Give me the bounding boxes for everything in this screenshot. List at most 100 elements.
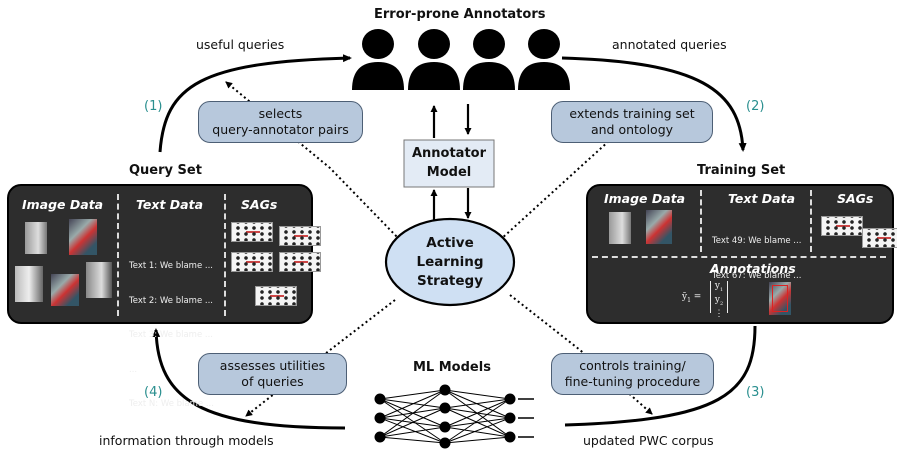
pill-selects-line1: selects <box>258 106 303 121</box>
annotation-symbol: ȳ <box>682 292 688 302</box>
training-set-title: Training Set <box>697 163 786 178</box>
sag-graph-icon <box>231 252 273 272</box>
annotation-sub: 1 <box>687 296 691 304</box>
annotator-model-box <box>403 139 495 188</box>
vector-entry: y <box>714 294 720 305</box>
pill-selects: selects query-annotator pairs <box>198 101 363 143</box>
nn-edge <box>444 436 511 444</box>
nn-node <box>504 412 516 424</box>
person-icon <box>352 29 404 90</box>
pill-assesses-line2: of queries <box>241 374 304 389</box>
person-icon <box>518 29 570 90</box>
pill-extends: extends training set and ontology <box>551 101 713 143</box>
training-text-line: Text 67: We blame ... <box>712 270 802 281</box>
pill-assesses-line1: assesses utilities <box>219 358 326 373</box>
query-set-panel: Image Data Text Data SAGs Text 1: We bla… <box>7 184 321 409</box>
flow-label-useful-queries: useful queries <box>196 37 285 52</box>
training-set-panel: Image Data Text Data SAGs Text 49: We bl… <box>586 184 897 324</box>
nn-node <box>374 412 386 424</box>
nn-node <box>439 421 451 433</box>
annotated-image-thumbnail <box>769 282 791 315</box>
pill-controls: controls training/ fine-tuning procedure <box>551 353 714 395</box>
training-divider-horizontal <box>592 256 886 258</box>
annotator-model-line1: Annotator <box>411 146 487 161</box>
query-text-line: Text 2: We blame ... <box>129 295 213 306</box>
pill-extends-line2: and ontology <box>590 122 674 137</box>
training-image-header: Image Data <box>604 191 686 206</box>
nn-node <box>374 393 386 405</box>
image-thumbnail <box>25 222 47 254</box>
neural-network-icon <box>374 384 534 449</box>
training-divider-2 <box>810 190 812 252</box>
sag-graph-icon <box>862 228 897 248</box>
nn-node <box>439 384 451 396</box>
vector-sub: 2 <box>719 300 724 307</box>
query-divider-2 <box>224 194 226 316</box>
annotator-model-line2: Model <box>426 165 472 180</box>
sag-graph-icon <box>279 252 321 272</box>
nn-edge <box>444 398 511 444</box>
nn-edge <box>444 426 511 438</box>
arrow-useful-queries <box>158 54 352 153</box>
sag-graph-icon <box>231 222 273 242</box>
nn-edge <box>379 398 446 444</box>
flow-label-annotated-queries: annotated queries <box>612 37 727 52</box>
step-3-label: (3) <box>746 385 765 400</box>
nn-edge <box>379 436 446 444</box>
person-icon <box>463 29 515 90</box>
step-2-label: (2) <box>746 99 765 114</box>
ml-models-title: ML Models <box>413 360 491 375</box>
image-thumbnail <box>646 210 672 244</box>
arrow-updated-corpus <box>564 325 757 427</box>
pill-controls-line1: controls training/ <box>579 358 686 373</box>
image-thumbnail <box>609 212 631 244</box>
annotators-title: Error-prone Annotators <box>374 7 546 22</box>
query-text-line: ... <box>129 364 138 375</box>
vector-sub: 1 <box>719 286 724 293</box>
annotator-model-label: Annotator Model <box>404 144 494 182</box>
nn-edge <box>444 417 511 428</box>
nn-node <box>374 431 386 443</box>
strategy-label: Active Learning Strategy <box>386 234 514 291</box>
annotation-matrix: y1 y2 ⋮ <box>710 281 728 319</box>
query-text-header: Text Data <box>136 197 204 212</box>
training-text-line: Text 49: We blame ... <box>712 236 802 246</box>
strategy-line3: Strategy <box>416 273 484 289</box>
query-sag-header: SAGs <box>241 197 278 212</box>
image-thumbnail <box>51 274 79 306</box>
query-text-line: Text 1: We blame ... <box>129 261 213 271</box>
nn-edge <box>444 398 511 428</box>
nn-node <box>504 431 516 443</box>
nn-edge <box>444 389 511 400</box>
annotations-header: Annotations <box>710 261 796 276</box>
nn-node <box>439 437 451 449</box>
pill-selects-line2: query-annotator pairs <box>212 122 349 137</box>
person-icon <box>408 29 460 90</box>
training-sag-header: SAGs <box>837 191 874 206</box>
step-1-label: (1) <box>144 99 163 114</box>
training-divider-1 <box>700 190 702 252</box>
nn-node <box>504 393 516 405</box>
image-thumbnail <box>69 219 97 255</box>
strategy-ellipse <box>384 217 516 307</box>
step-4-label: (4) <box>144 385 163 400</box>
strategy-line2: Learning <box>416 254 484 270</box>
query-text-line: Text N: We blame ... <box>129 399 214 409</box>
flow-label-updated-corpus: updated PWC corpus <box>583 433 714 448</box>
query-divider-1 <box>117 194 119 316</box>
query-text-line: Text 3: We blame ... <box>129 330 213 340</box>
pill-extends-line1: extends training set <box>569 106 695 121</box>
nn-edge <box>379 389 446 400</box>
training-text-list: Text 49: We blame ... Text 67: We blame … <box>712 213 801 305</box>
nn-edge <box>444 398 511 409</box>
nn-edge <box>379 417 446 444</box>
sag-graph-icon <box>821 216 863 236</box>
annotation-vector: ȳ1 = y1 y2 ⋮ <box>682 281 752 319</box>
arrow-annotated-queries <box>561 56 747 152</box>
sag-graph-icon <box>279 226 321 246</box>
image-thumbnail <box>15 266 43 302</box>
strategy-line1: Active <box>426 235 474 251</box>
flow-label-information: information through models <box>99 433 274 448</box>
sag-graph-icon <box>255 286 297 306</box>
